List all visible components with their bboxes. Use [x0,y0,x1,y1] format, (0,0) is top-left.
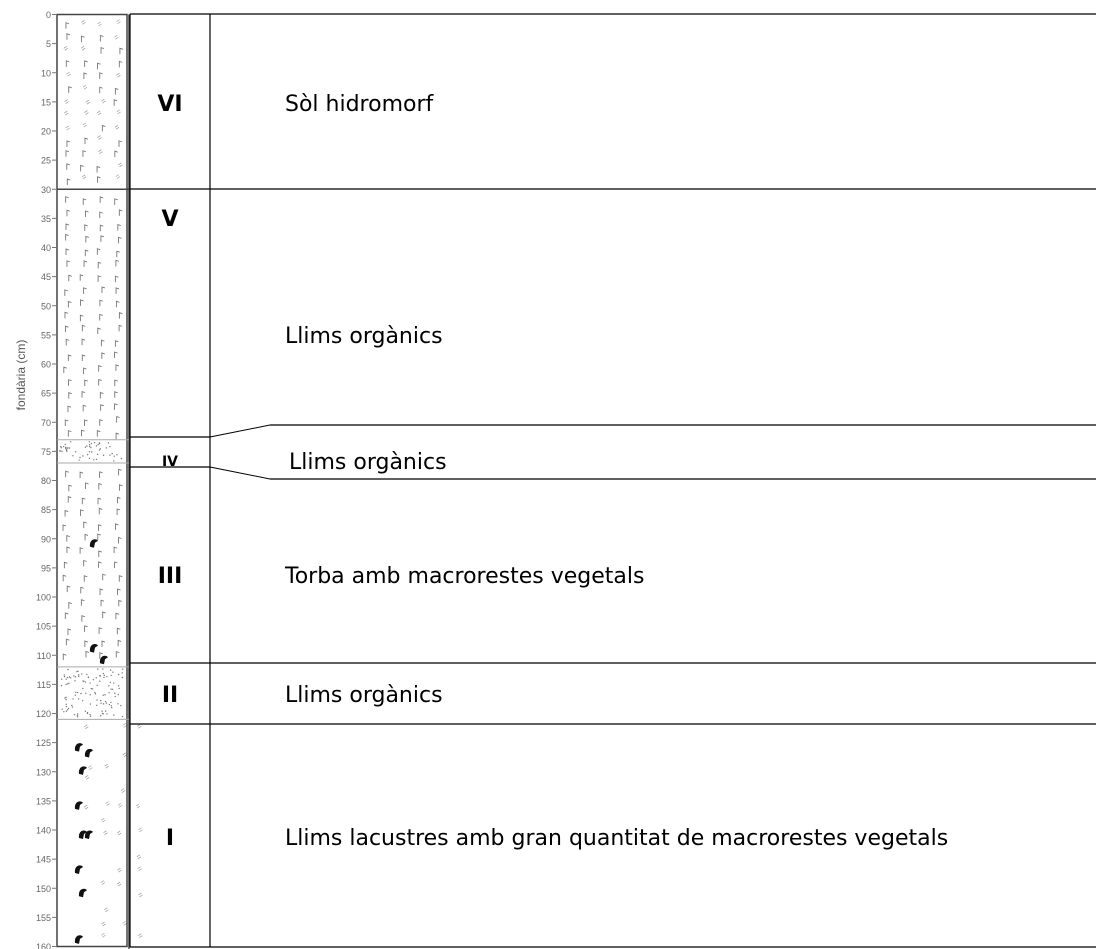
depth-tick-label: 135 [36,796,51,806]
depth-tick-label: 100 [36,593,51,603]
depth-tick-label: 15 [41,97,51,107]
depth-tick-label: 80 [41,476,51,486]
unit-description: Torba amb macrorestes vegetals [284,564,644,589]
unit-description: Llims orgànics [289,450,447,475]
depth-tick-label: 130 [36,767,51,777]
depth-tick-label: 90 [41,534,51,544]
depth-tick-label: 105 [36,622,51,632]
depth-axis: 0 5 10 15 20 25 30 35 40 45 50 55 60 65 70 75 80 85 90 95 10… [36,10,57,949]
unit-description: Llims lacustres amb gran quantitat de ma… [285,826,948,851]
depth-tick-label: 115 [37,680,51,690]
depth-tick-label: 25 [41,156,51,166]
depth-tick-label: 150 [36,884,51,894]
depth-tick-label: 5 [46,39,51,49]
depth-tick-label: 160 [36,942,51,949]
depth-tick-label: 30 [41,185,51,195]
unit-label: V [161,207,178,232]
unit-label: II [162,683,178,708]
depth-tick-label: 120 [36,709,51,719]
depth-tick-label: 50 [41,301,51,311]
depth-tick-label: 70 [41,418,51,428]
depth-tick-label: 35 [41,214,51,224]
unit-description: Llims orgànics [285,683,443,708]
depth-tick-label: 140 [36,826,51,836]
depth-tick-label: 20 [41,127,51,137]
depth-tick-label: 10 [41,68,51,78]
depth-axis-label: fondària (cm) [14,340,28,411]
depth-tick-label: 0 [46,10,51,20]
depth-tick-label: 125 [36,738,51,748]
unit-label: IV [162,454,178,470]
depth-tick-label: 95 [41,563,51,573]
depth-tick-label: 110 [37,651,51,661]
depth-tick-label: 145 [36,855,51,865]
depth-tick-label: 65 [41,389,51,399]
unit-label: III [158,564,183,589]
unit-description: Llims orgànics [285,324,443,349]
unit-label: VI [157,92,182,117]
depth-tick-label: 60 [41,360,51,370]
depth-tick-label: 85 [41,505,51,515]
depth-tick-label: 40 [41,243,51,253]
depth-tick-label: 45 [41,272,51,282]
depth-tick-label: 155 [36,913,51,923]
depth-tick-label: 75 [41,447,51,457]
lithology-column [57,15,129,949]
unit-label: I [166,826,174,851]
unit-description: Sòl hidromorf [285,92,435,117]
depth-tick-label: 55 [41,330,51,340]
